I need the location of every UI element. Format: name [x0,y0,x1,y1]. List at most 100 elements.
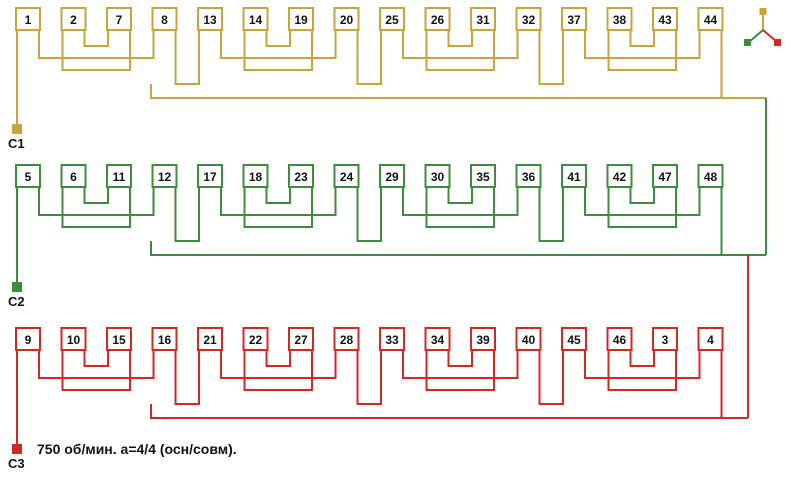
coil-box [424,7,451,31]
coil-link-wire [265,30,291,47]
coil-box [470,327,496,351]
coil-box [697,164,724,188]
coil-box [333,7,360,31]
coil-link-wire [220,30,337,59]
coil-box [60,327,87,351]
coil-number: 6 [70,170,77,184]
coil-box [379,164,405,188]
coil-number: 42 [613,170,627,184]
coil-box [561,164,587,188]
coil-number: 35 [476,170,490,184]
coil-number: 22 [249,333,263,347]
coil-number: 14 [249,13,263,27]
coil-box [561,7,587,31]
coil-link-wire [402,350,519,379]
coil-box [515,327,542,351]
star-connection-icon [744,8,781,46]
end-bus-wire [150,404,748,419]
coil-link-wire [425,187,495,228]
coil-number: 18 [249,170,263,184]
star-node-phase2 [744,39,751,46]
coil-link-wire [629,187,655,204]
coil-box [197,164,223,188]
coil-box [561,327,587,351]
coil-link-wire [61,350,131,391]
coil-number: 20 [340,13,354,27]
coil-link-wire [447,350,473,367]
diagram-caption: 750 об/мин. a=4/4 (осн/совм). [37,441,237,457]
coil-number: 34 [431,333,445,347]
coil-number: 8 [161,13,168,27]
coil-box [197,327,223,351]
coil-box [106,7,132,31]
coil-number: 5 [25,170,32,184]
coil-link-wire [83,187,109,204]
end-bus-wire [150,84,766,99]
coil-box [106,164,132,188]
coil-box [470,164,496,188]
coil-number: 40 [522,333,536,347]
coil-number: 41 [567,170,581,184]
coil-box [606,7,633,31]
coil-box [652,327,678,351]
coil-number: 10 [67,333,81,347]
coil-number: 17 [203,170,217,184]
coil-link-wire [38,187,155,216]
coil-link-wire [607,187,677,228]
coil-box [151,164,178,188]
coil-link-wire [243,187,313,228]
coil-number: 43 [658,13,672,27]
coil-link-wire [538,187,564,242]
coil-box [424,164,451,188]
coil-link-wire [356,30,382,85]
coil-box [197,7,223,31]
coil-box [60,7,87,31]
star-branch-phase2 [748,29,764,43]
coil-link-wire [629,30,655,47]
coil-number: 16 [158,333,172,347]
terminal-label-c2: C2 [8,294,25,309]
coil-link-wire [174,30,200,85]
coil-number: 2 [70,13,77,27]
coil-number: 47 [658,170,672,184]
coil-number: 28 [340,333,354,347]
coil-link-wire [402,187,519,216]
coil-number: 37 [567,13,581,27]
coil-box [106,327,132,351]
coil-link-wire [243,30,313,71]
coil-link-wire [447,187,473,204]
coil-box [606,327,633,351]
terminal-marker [12,124,22,134]
coil-link-wire [243,350,313,391]
coil-link-wire [220,350,337,379]
coil-number: 29 [385,170,399,184]
coil-box [333,327,360,351]
coil-box [379,7,405,31]
coil-number: 46 [613,333,627,347]
coil-box [515,7,542,31]
coil-box [424,327,451,351]
coil-number: 19 [294,13,308,27]
coil-number: 4 [707,333,714,347]
coil-number: 27 [294,333,308,347]
end-bus-wire [150,241,766,256]
coil-link-wire [584,30,701,59]
coil-box [470,7,496,31]
coil-box [697,327,724,351]
coil-box [242,7,269,31]
coil-box [379,327,405,351]
coil-box [652,7,678,31]
coil-link-wire [538,30,564,85]
coil-number: 9 [25,333,32,347]
coil-box [288,164,314,188]
coil-box [515,164,542,188]
coil-link-wire [584,350,701,379]
coil-number: 26 [431,13,445,27]
coil-link-wire [83,350,109,367]
coil-box [15,164,41,188]
